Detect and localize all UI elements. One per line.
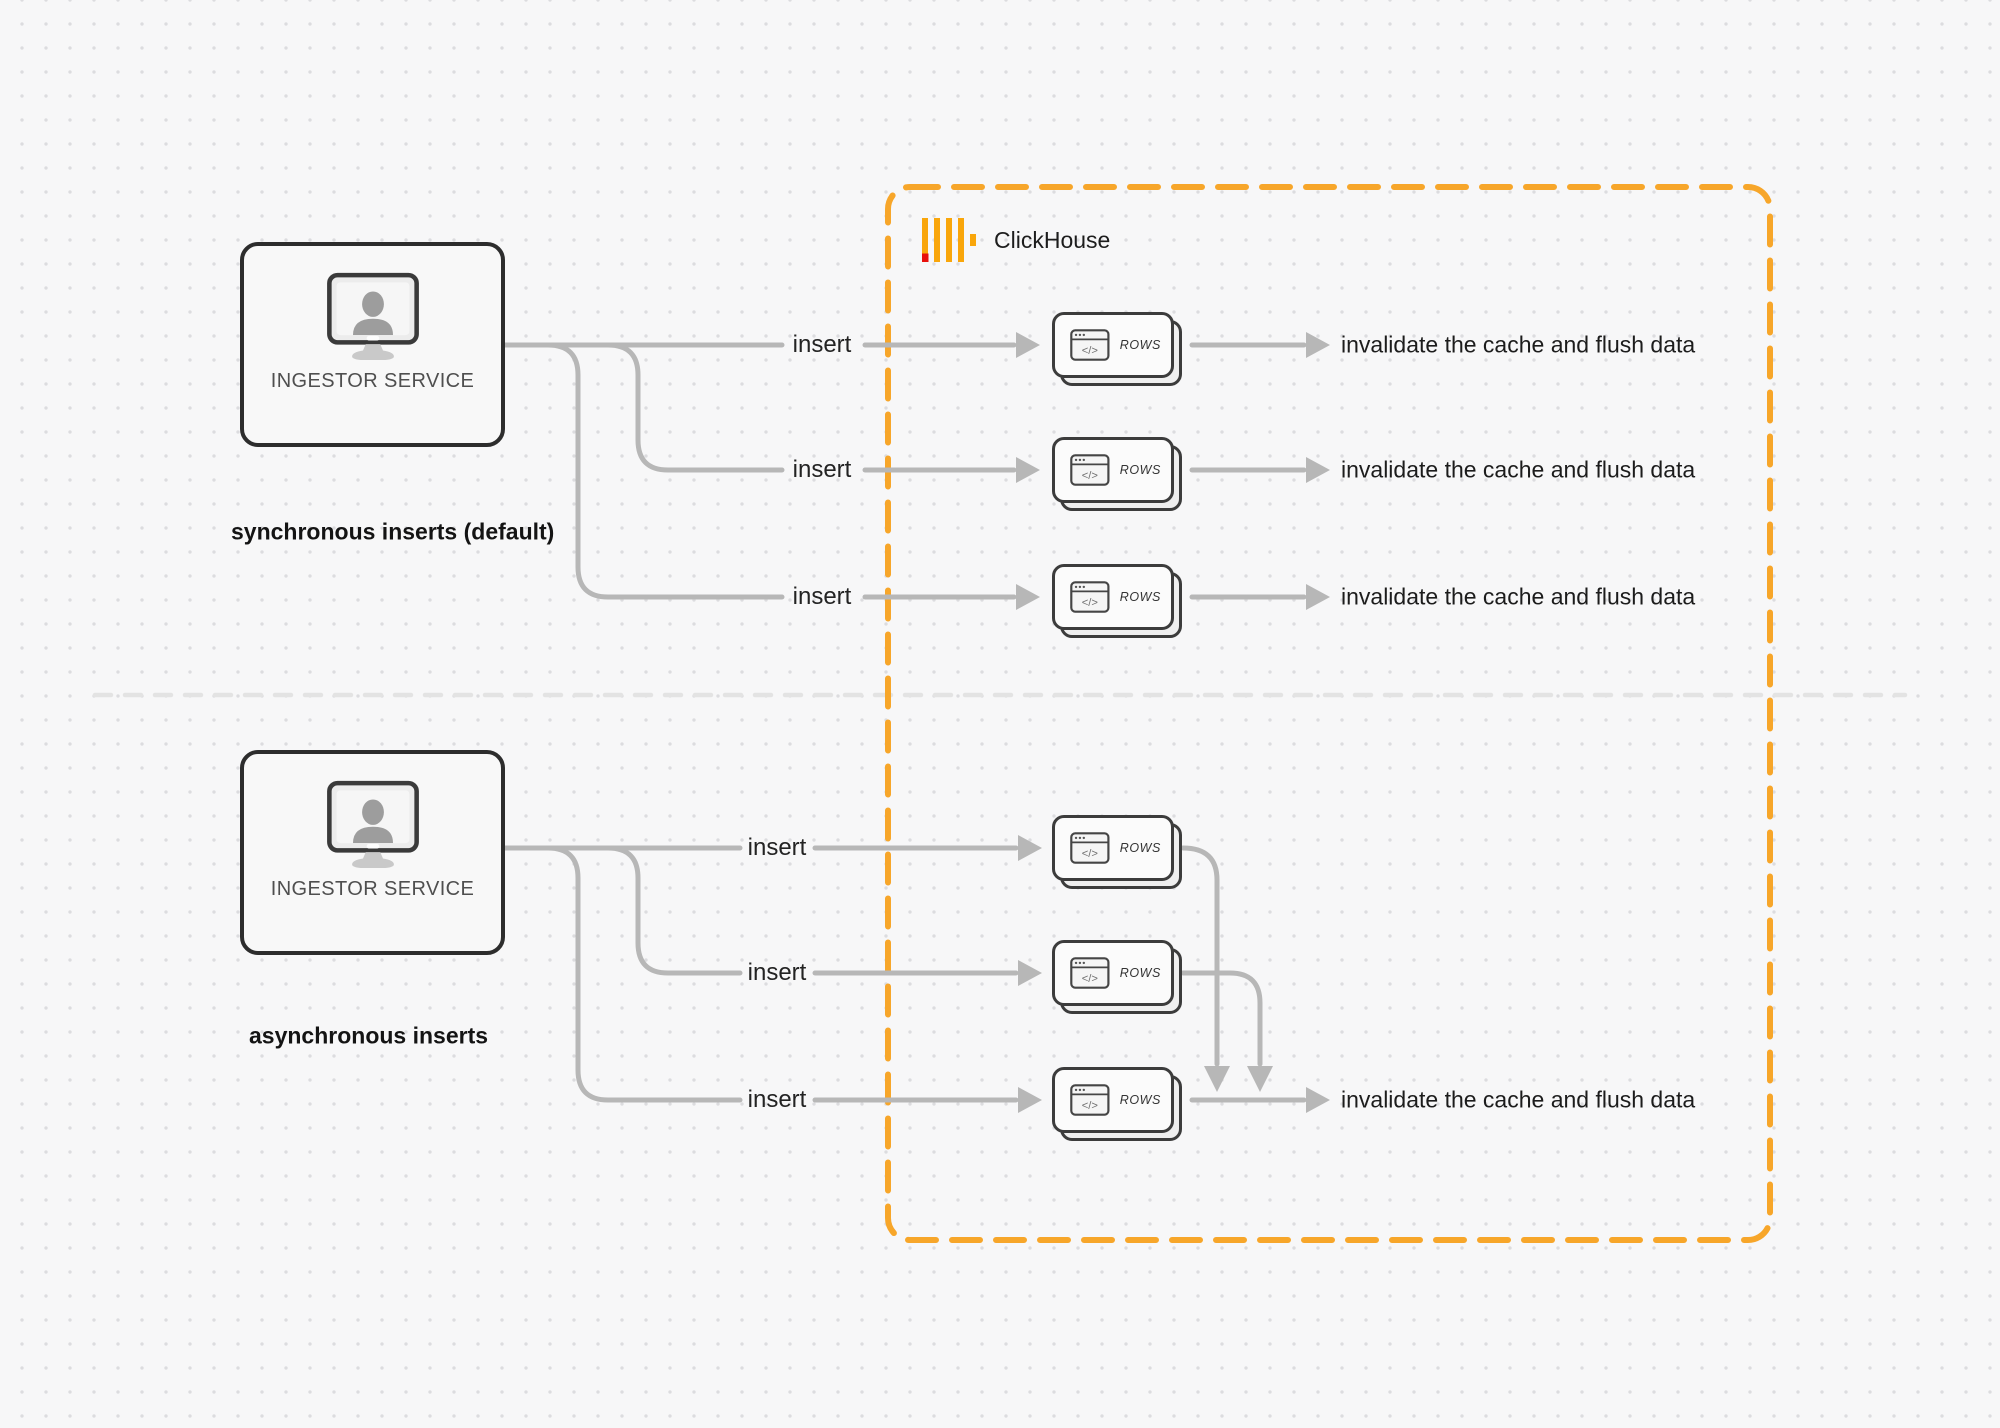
arrowhead-down [1247, 1066, 1273, 1092]
insert-label: insert [747, 1086, 807, 1113]
arrowhead-right [1018, 960, 1042, 986]
invalidate-result-label: invalidate the cache and flush data [1341, 456, 1696, 483]
svg-text:</>: </> [1082, 973, 1098, 985]
rows-label: ROWS [1119, 1093, 1161, 1107]
monitor-user-icon [326, 272, 419, 360]
monitor-user-icon [326, 780, 419, 868]
rows-table-card: </> ROWS [1052, 437, 1174, 503]
insert-label: insert [792, 583, 852, 610]
clickhouse-header: ClickHouse [922, 216, 1110, 264]
invalidate-result-label: invalidate the cache and flush data [1341, 583, 1696, 610]
rows-label: ROWS [1119, 338, 1161, 352]
invalidate-result-label: invalidate the cache and flush data [1341, 1086, 1696, 1113]
rows-table-card: </> ROWS [1052, 1067, 1174, 1133]
code-window-icon: </> [1070, 454, 1110, 486]
code-window-icon: </> [1070, 581, 1110, 613]
arrowhead-right [1306, 457, 1330, 483]
arrowhead-down [1204, 1066, 1230, 1092]
svg-text:</>: </> [1082, 848, 1098, 860]
insert-label: insert [792, 456, 852, 483]
ingestor-service-box-async: INGESTOR SERVICE [240, 750, 505, 955]
arrowhead-right [1306, 584, 1330, 610]
insert-label: insert [792, 331, 852, 358]
rows-label: ROWS [1119, 590, 1161, 604]
arrowhead-right [1016, 584, 1040, 610]
rows-table-card: </> ROWS [1052, 312, 1174, 378]
arrowhead-right [1018, 835, 1042, 861]
arrowhead-right [1018, 1087, 1042, 1113]
svg-text:</>: </> [1082, 1100, 1098, 1112]
async-flow-wires [502, 835, 1330, 1113]
rows-table-card: </> ROWS [1052, 564, 1174, 630]
invalidate-result-label: invalidate the cache and flush data [1341, 331, 1696, 358]
svg-text:</>: </> [1082, 597, 1098, 609]
arrowhead-right [1306, 1087, 1330, 1113]
rows-table-card: </> ROWS [1052, 940, 1174, 1006]
rows-label: ROWS [1119, 463, 1161, 477]
rows-table-card: </> ROWS [1052, 815, 1174, 881]
insert-label: insert [747, 959, 807, 986]
sync-section-caption: synchronous inserts (default) [231, 518, 555, 545]
svg-text:</>: </> [1082, 470, 1098, 482]
ingestor-service-box-sync: INGESTOR SERVICE [240, 242, 505, 447]
insert-label: insert [747, 834, 807, 861]
arrowhead-right [1306, 332, 1330, 358]
sync-flow-wires [502, 332, 1330, 610]
async-section-caption: asynchronous inserts [249, 1022, 489, 1049]
arrowhead-right [1016, 332, 1040, 358]
code-window-icon: </> [1070, 832, 1110, 864]
code-window-icon: </> [1070, 957, 1110, 989]
clickhouse-boundary [885, 184, 1773, 1243]
ingestor-service-label: INGESTOR SERVICE [270, 878, 475, 900]
ingestor-service-label: INGESTOR SERVICE [270, 370, 475, 392]
arrowhead-right [1016, 457, 1040, 483]
code-window-icon: </> [1070, 329, 1110, 361]
clickhouse-logo-icon [922, 218, 976, 262]
svg-text:</>: </> [1082, 345, 1098, 357]
rows-label: ROWS [1119, 966, 1161, 980]
rows-label: ROWS [1119, 841, 1161, 855]
clickhouse-title: ClickHouse [994, 226, 1111, 253]
code-window-icon: </> [1070, 1084, 1110, 1116]
